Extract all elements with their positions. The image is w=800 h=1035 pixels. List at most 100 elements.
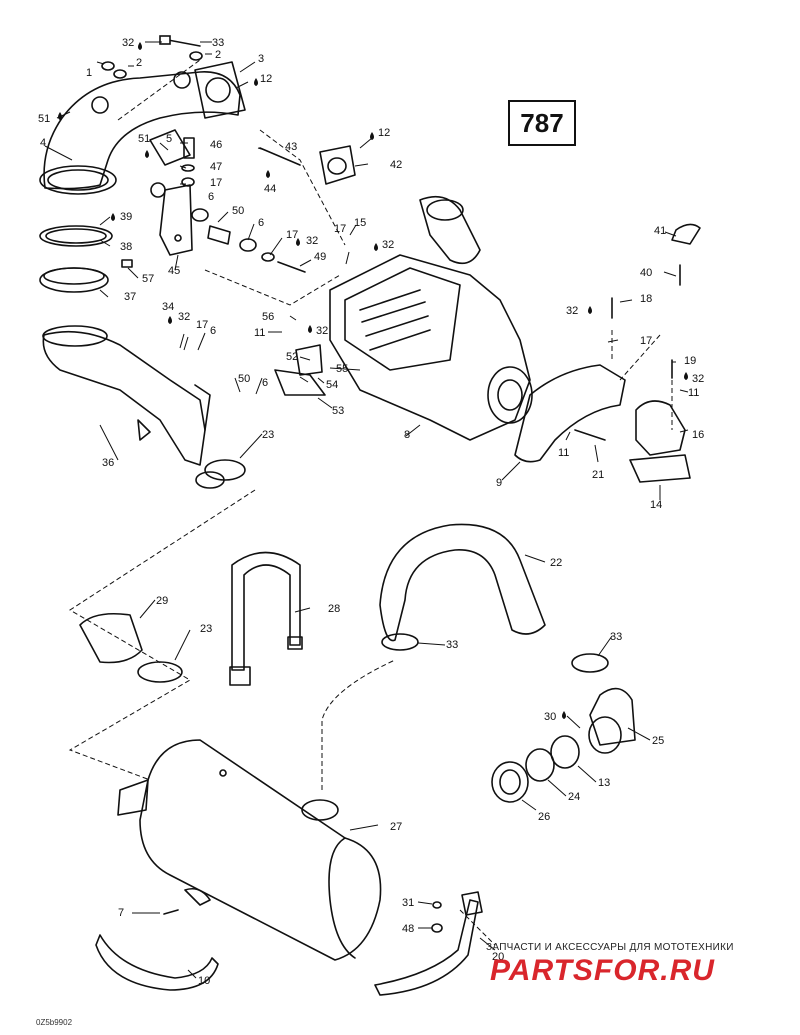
callout-32g: 32 xyxy=(692,373,704,385)
washer-17 xyxy=(181,177,195,187)
watermark-logo: PARTSFOR.RU xyxy=(490,954,715,987)
exhaust-manifold-pipe xyxy=(39,61,246,195)
sleeve-29 xyxy=(79,612,143,664)
callout-labels: 32 33 1 2 2 3 12 51 4 51 5 46 47 17 43 4… xyxy=(38,37,704,987)
lubricant-drop-icons xyxy=(58,42,688,719)
callout-35b: 33 xyxy=(610,631,622,643)
spacer-50 xyxy=(207,225,231,245)
drawing-code: 0Z5b9902 xyxy=(36,1018,73,1027)
callout-54: 54 xyxy=(326,379,338,391)
callout-17: 17 xyxy=(210,177,222,189)
callout-31: 31 xyxy=(402,897,414,909)
callout-48: 48 xyxy=(402,923,414,935)
bolt-49 xyxy=(277,261,306,273)
callout-25: 25 xyxy=(652,735,664,747)
clamp-35-right xyxy=(571,653,609,673)
callout-6b: 6 xyxy=(258,217,264,229)
callout-16: 16 xyxy=(692,429,704,441)
callout-7: 7 xyxy=(118,907,124,919)
clamp-23-band xyxy=(195,471,225,489)
callout-55: 55 xyxy=(336,363,348,375)
callout-20: 20 xyxy=(492,951,504,963)
boot-52 xyxy=(295,344,323,376)
callout-45: 45 xyxy=(168,265,180,277)
clamp-23-upper xyxy=(204,459,246,481)
callout-15: 15 xyxy=(354,217,366,229)
gasket-38 xyxy=(39,225,113,247)
ring-37-inner xyxy=(43,267,105,285)
leader-lines xyxy=(44,41,689,979)
strap-10 xyxy=(95,934,219,991)
bushing-6b xyxy=(239,238,257,252)
callout-36: 36 xyxy=(102,457,114,469)
callout-10: 10 xyxy=(198,975,210,987)
callout-17b: 17 xyxy=(286,229,298,241)
engine-mount-16 xyxy=(635,400,686,456)
ring-37-tab xyxy=(121,259,133,268)
mount-bracket-9 xyxy=(514,364,626,463)
page-number-box: 787 xyxy=(508,100,576,146)
bolt-head-33 xyxy=(159,35,171,45)
callout-1: 1 xyxy=(86,67,92,79)
callout-26: 26 xyxy=(538,811,550,823)
callout-23: 23 xyxy=(262,429,274,441)
washer-2b xyxy=(189,51,203,61)
ring-13 xyxy=(550,735,580,769)
callout-32d: 32 xyxy=(178,311,190,323)
callout-50b: 50 xyxy=(238,373,250,385)
outlet-25 xyxy=(589,687,636,746)
callout-32f: 32 xyxy=(566,305,578,317)
callout-43: 43 xyxy=(285,141,297,153)
gasket-42 xyxy=(319,145,356,185)
callout-39: 39 xyxy=(120,211,132,223)
callout-34: 34 xyxy=(162,301,174,313)
bracket-45 xyxy=(159,184,193,256)
callout-44: 44 xyxy=(264,183,276,195)
strap-20-tab xyxy=(461,891,483,916)
clip-41 xyxy=(671,223,701,245)
nut-26 xyxy=(491,761,529,803)
washer-31 xyxy=(432,901,442,909)
callout-2b: 2 xyxy=(215,49,221,61)
callout-14: 14 xyxy=(650,499,662,511)
callout-40: 40 xyxy=(640,267,652,279)
callout-38: 38 xyxy=(120,241,132,253)
washer-2 xyxy=(113,69,127,79)
callout-19: 19 xyxy=(684,355,696,367)
gasket-24 xyxy=(525,748,555,782)
callout-21: 21 xyxy=(592,469,604,481)
callout-2: 2 xyxy=(136,57,142,69)
outlet-25-ring xyxy=(588,716,622,754)
callout-23b: 23 xyxy=(200,623,212,635)
washer-17b xyxy=(261,252,275,262)
callout-17d: 17 xyxy=(196,319,208,331)
callout-12b: 12 xyxy=(378,127,390,139)
callout-41: 41 xyxy=(654,225,666,237)
callout-6: 6 xyxy=(208,191,214,203)
callout-32c: 32 xyxy=(382,239,394,251)
callout-50: 50 xyxy=(232,205,244,217)
callout-11: 11 xyxy=(254,327,265,339)
gasket-38-inner xyxy=(45,228,107,244)
stud-46 xyxy=(183,137,195,159)
callout-28: 28 xyxy=(328,603,340,615)
callout-18: 18 xyxy=(640,293,652,305)
callout-13: 13 xyxy=(598,777,610,789)
callout-32b: 32 xyxy=(306,235,318,247)
callout-22: 22 xyxy=(550,557,562,569)
bushing-6 xyxy=(191,208,209,222)
callout-52: 52 xyxy=(286,351,298,363)
strap-28-foot xyxy=(229,666,251,686)
strap-28-tab xyxy=(287,636,303,650)
tuned-pipe-36 xyxy=(42,325,211,466)
muffler-27 xyxy=(117,739,382,961)
washer-47 xyxy=(181,164,195,172)
screw-7 xyxy=(163,909,179,915)
nut-48 xyxy=(431,923,443,933)
callout-57: 57 xyxy=(142,273,154,285)
callout-51: 51 xyxy=(38,113,50,125)
flange-53 xyxy=(274,369,326,396)
callout-32e: 32 xyxy=(316,325,328,337)
